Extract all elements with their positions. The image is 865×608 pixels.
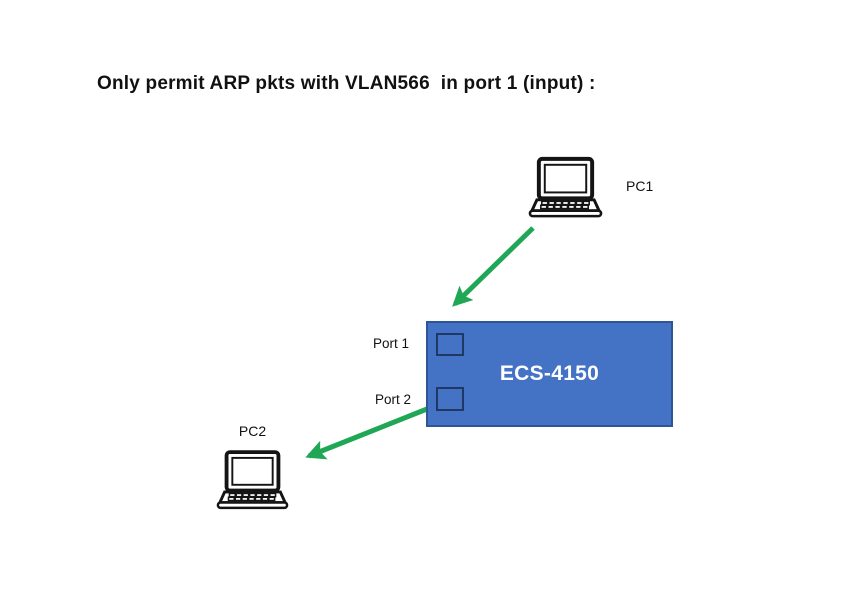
pc2-label: PC2 (238, 423, 267, 439)
laptop-icon (216, 450, 289, 510)
arrow-pc1-to-port1 (452, 226, 535, 307)
pc1-device (528, 156, 603, 218)
port1-square (436, 333, 464, 356)
port2-label: Port 2 (374, 392, 411, 407)
pc1-label: PC1 (626, 178, 654, 194)
switch-ecs4150: ECS-4150 (426, 321, 673, 427)
port2-square (436, 387, 464, 411)
pc2-device (216, 449, 289, 510)
diagram-title: Only permit ARP pkts with VLAN566 in por… (97, 73, 596, 94)
port1-label: Port 1 (372, 336, 409, 351)
laptop-icon (528, 156, 603, 218)
switch-name: ECS-4150 (499, 362, 600, 385)
arrow-port2-to-pc2 (305, 402, 438, 460)
